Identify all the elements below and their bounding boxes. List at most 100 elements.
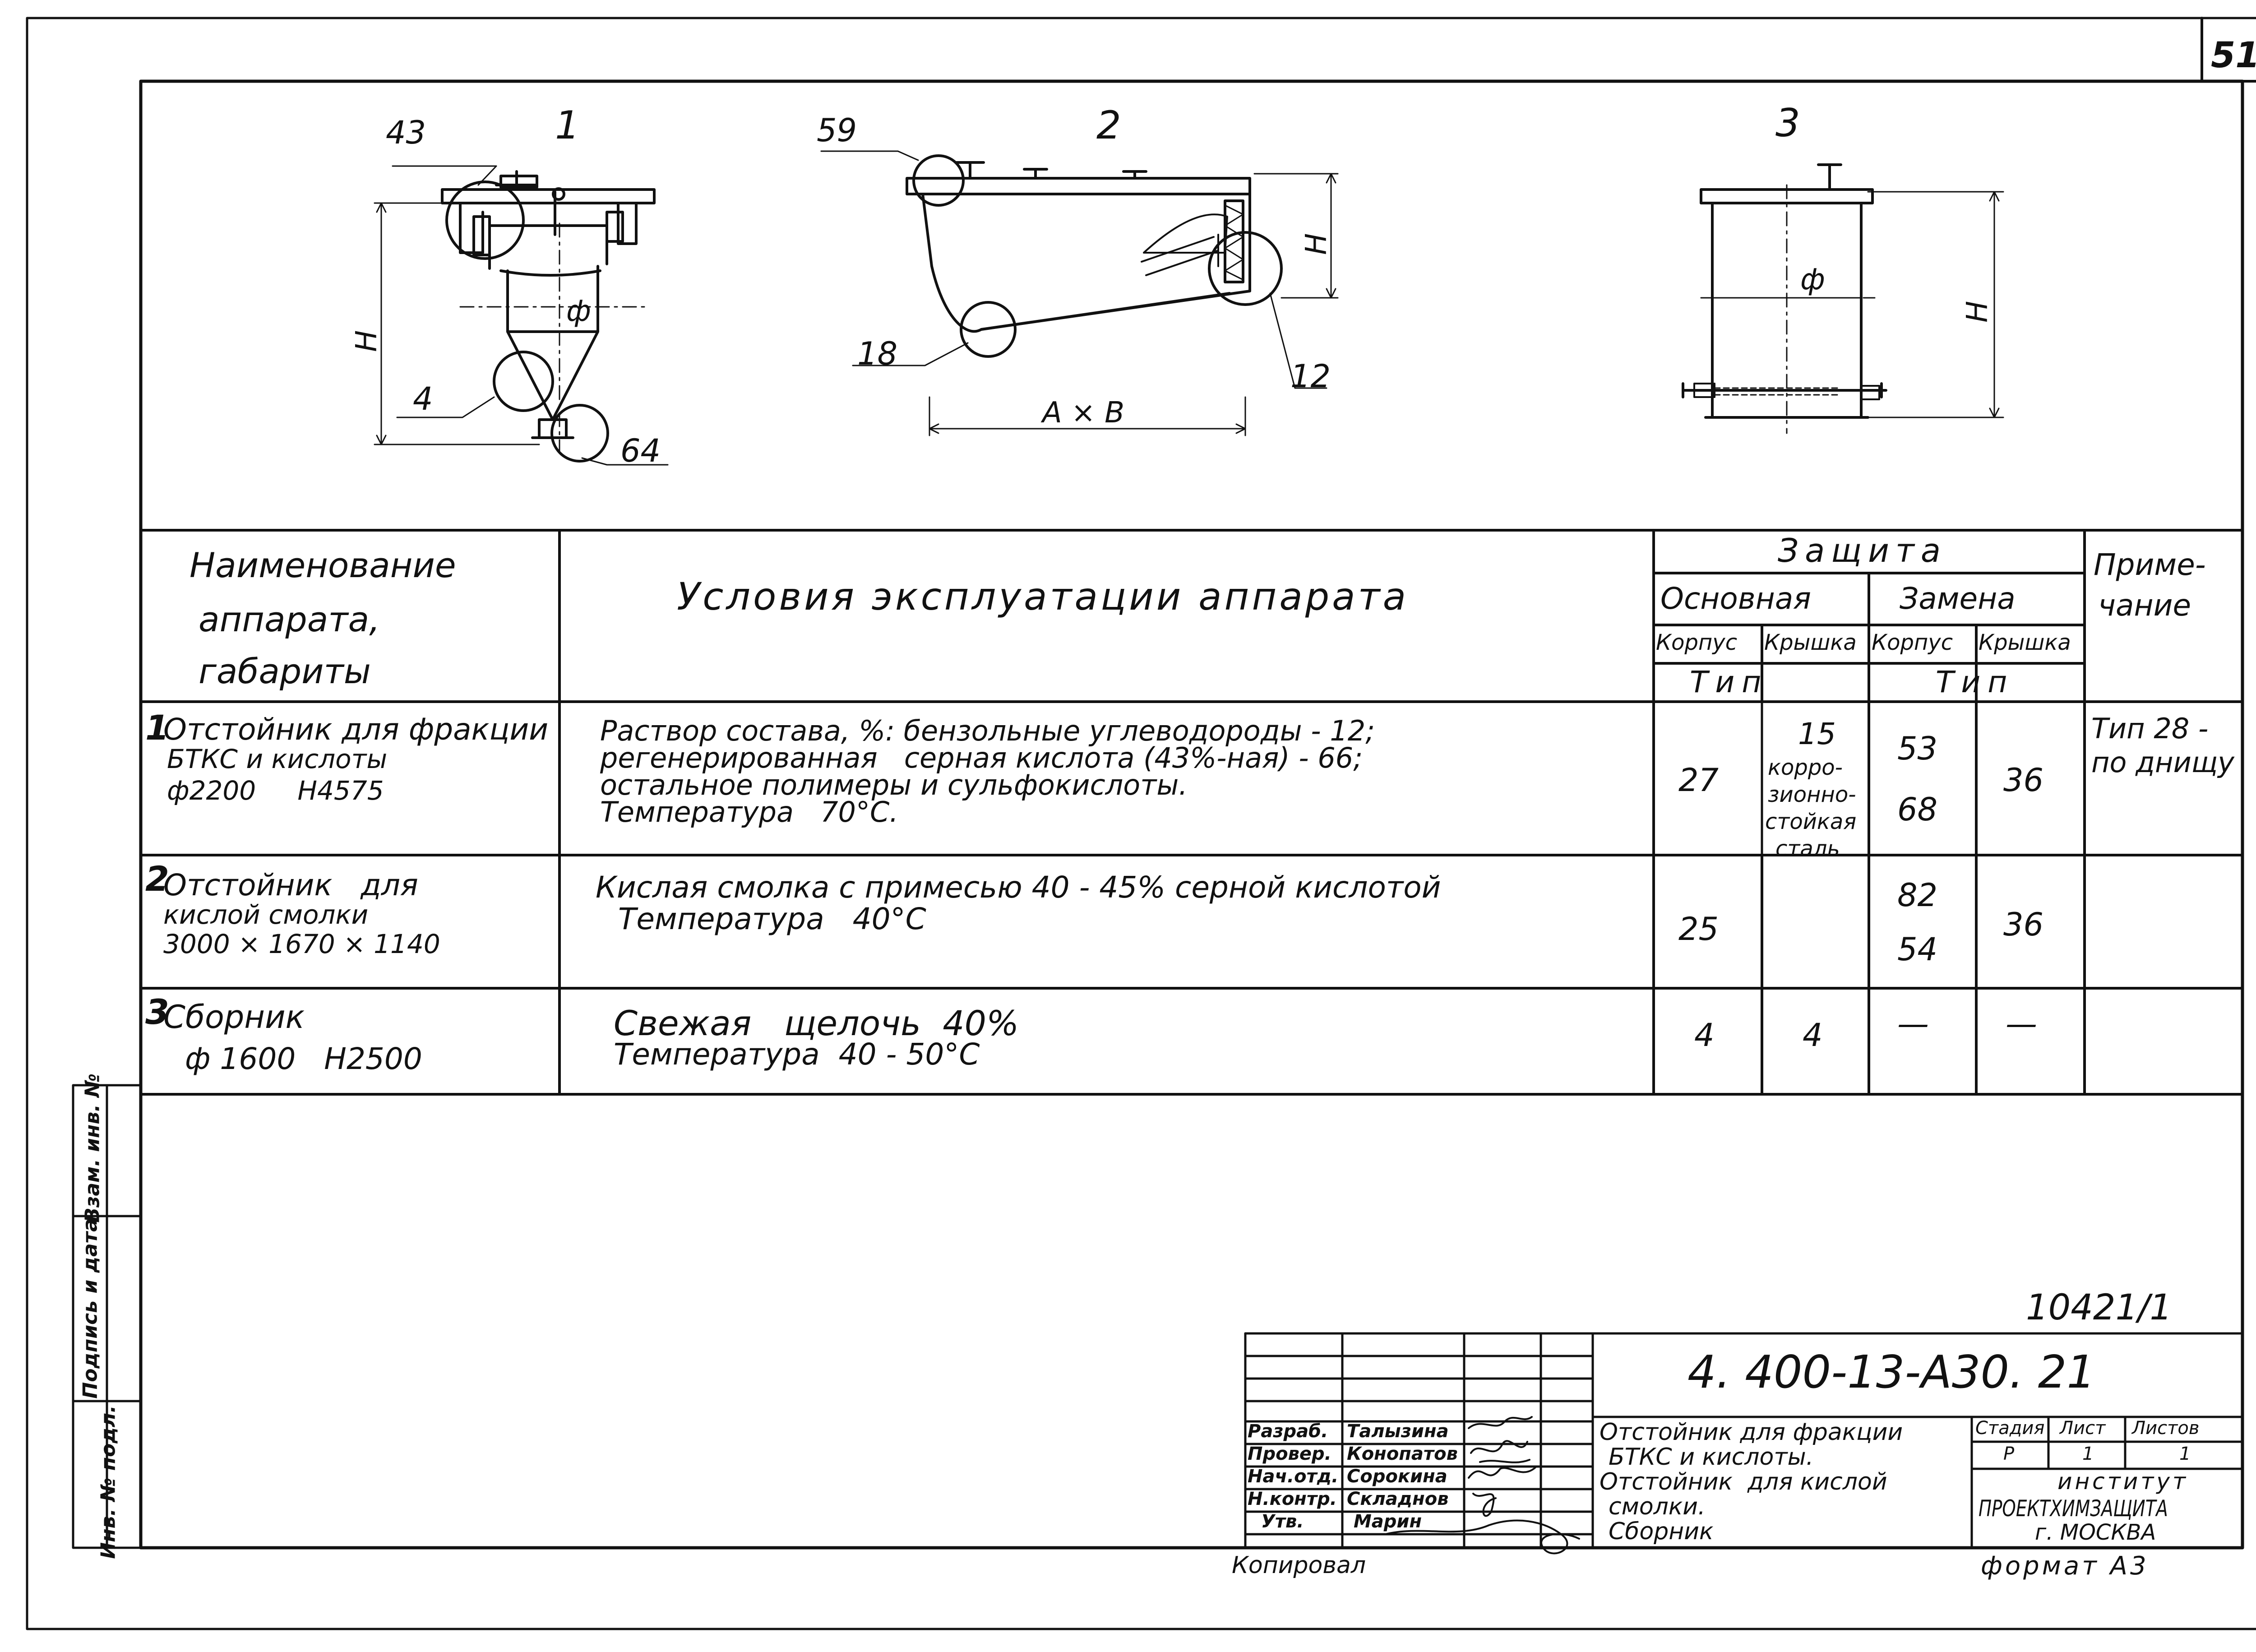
outer-frame (26, 17, 2256, 1630)
header-conditions: Условия эксплуатации аппарата (677, 574, 1409, 619)
figure-1-number: 1 (555, 103, 580, 148)
row-1-main-body: 27 (1678, 762, 1719, 799)
figure-1-callout-43: 43 (386, 114, 426, 151)
row-1-main-lid-line2: корро- (1768, 755, 1843, 780)
org-line3: г. МОСКВА (2035, 1520, 2156, 1545)
header-repl-lid: Крышка (1979, 630, 2071, 655)
row-1-name-line3: ф2200 Н4575 (167, 775, 384, 806)
row-1-main-lid-line4: стойкая (1765, 809, 1857, 834)
figure-2-dim-height: Н (1300, 233, 1334, 255)
copy-stamp: 10421/1 (2026, 1287, 2173, 1328)
figure-2-callout-18: 18 (857, 335, 898, 372)
copied-by-label: Копировал (1232, 1552, 1366, 1579)
row-2-repl-body-1: 82 (1897, 877, 1938, 914)
row-2-repl-lid: 36 (2003, 906, 2044, 943)
header-name-line2: аппарата, (199, 599, 380, 639)
description-line1: Отстойник для фракции (1600, 1419, 1903, 1446)
row-3-repl-body: — (1897, 1005, 1929, 1042)
margin-label-signature-date: Подпись и дата (79, 1218, 102, 1399)
header-main: Основная (1660, 581, 1811, 616)
table-grid (139, 529, 2244, 1096)
role-4-label: Н.контр. (1248, 1489, 1337, 1509)
format-label: формат А3 (1981, 1551, 2149, 1581)
row-3-name-line1: Сборник (163, 999, 305, 1036)
figure-3-dim-diameter: ф (1800, 263, 1825, 296)
figure-3-dim-height: Н (1961, 301, 1995, 323)
description-line4: смолки. (1609, 1493, 1706, 1520)
row-2-name-line3: 3000 × 1670 × 1140 (163, 929, 440, 959)
row-3-main-body: 4 (1694, 1017, 1715, 1054)
header-note-line1: Приме- (2094, 547, 2206, 582)
row-3-main-lid: 4 (1803, 1017, 1823, 1054)
role-3-label: Нач.отд. (1248, 1466, 1339, 1487)
figure-2-number: 2 (1096, 103, 1121, 148)
description-line3: Отстойник для кислой (1600, 1468, 1887, 1495)
stage-value: Р (2003, 1444, 2015, 1464)
role-5-name: Марин (1354, 1511, 1422, 1532)
row-1-note-line2: по днищу (2091, 746, 2234, 779)
description-line2: БТКС и кислоты. (1609, 1444, 1814, 1471)
row-2-name-line2: кислой смолки (163, 899, 369, 930)
header-main-lid: Крышка (1764, 630, 1857, 655)
header-main-type: Тип (1690, 665, 1769, 699)
figure-1-callout-4: 4 (413, 380, 433, 417)
row-3-cond-line2: Температура 40 - 50°С (614, 1037, 980, 1072)
figure-2-callout-12: 12 (1290, 358, 1331, 395)
row-3-cond-line1: Свежая щелочь 40% (614, 1003, 1019, 1043)
sheet-number: 51 (2211, 35, 2256, 76)
row-3-number: 3 (145, 992, 169, 1032)
signature-scribbles (1384, 1416, 1580, 1555)
row-1-cond-line1: Раствор состава, %: бензольные углеводор… (600, 714, 1375, 747)
role-5-label: Утв. (1261, 1511, 1304, 1532)
inner-frame (139, 79, 2244, 1550)
header-name-line1: Наименование (190, 545, 456, 585)
row-2-repl-body-2: 54 (1897, 931, 1938, 968)
stage-label: Стадия (1975, 1418, 2045, 1439)
figure-2-dim-base: А × В (1042, 396, 1124, 430)
row-3-name-line2: ф 1600 Н2500 (185, 1041, 422, 1076)
figure-1-callout-64: 64 (620, 432, 661, 469)
description-line5: Сборник (1609, 1518, 1714, 1545)
document-designation: 4. 400-13-А30. 21 (1687, 1346, 2095, 1398)
header-protection: Защита (1778, 532, 1947, 569)
figure-2-callout-59: 59 (817, 112, 857, 149)
header-replacement: Замена (1900, 581, 2016, 616)
role-3-name: Сорокина (1347, 1466, 1447, 1487)
row-1-main-lid-line1: 15 (1798, 717, 1836, 751)
margin-label-replaced-inv: Взам. инв. № (81, 1073, 104, 1223)
row-1-name-line2: БТКС и кислоты (167, 744, 388, 774)
org-line1: институт (2057, 1468, 2189, 1495)
header-main-body: Корпус (1656, 630, 1738, 655)
role-2-label: Провер. (1248, 1444, 1331, 1464)
sheets-value: 1 (2179, 1444, 2191, 1464)
row-1-name-line1: Отстойник для фракции (163, 712, 549, 747)
figure-1-dim-height: Н (350, 330, 384, 352)
header-repl-type: Тип (1936, 665, 2015, 699)
left-margin-strip (72, 1084, 142, 1549)
figure-2-settler-sketch (820, 150, 1339, 436)
row-1-main-lid-line3: зионно- (1768, 782, 1856, 807)
row-1-repl-lid: 36 (2003, 762, 2044, 799)
row-3-repl-lid: — (2006, 1005, 2037, 1042)
row-1-main-lid-line5: сталь (1775, 836, 1840, 861)
sheet-label: Лист (2060, 1418, 2106, 1439)
row-1-number: 1 (145, 708, 169, 748)
row-2-number: 2 (145, 859, 169, 899)
role-4-name: Складнов (1347, 1489, 1449, 1509)
row-2-cond-line2: Температура 40°С (618, 902, 926, 936)
row-2-name-line1: Отстойник для (163, 868, 418, 902)
row-1-cond-line3: остальное полимеры и сульфокислоты. (600, 768, 1188, 801)
role-1-label: Разраб. (1248, 1421, 1328, 1442)
figure-3-collector-sketch (1682, 163, 2004, 434)
row-1-repl-body-1: 53 (1897, 730, 1938, 767)
row-2-main-body: 25 (1678, 911, 1719, 948)
row-1-repl-body-2: 68 (1897, 791, 1938, 828)
role-2-name: Конопатов (1347, 1444, 1458, 1464)
row-2-cond-line1: Кислая смолка с примесью 40 - 45% серной… (596, 870, 1441, 905)
row-1-cond-line2: регенерированная серная кислота (43%-ная… (600, 741, 1363, 774)
sheet-number-box (2201, 17, 2256, 83)
margin-label-inv-no: Инв. № подл. (97, 1405, 120, 1559)
org-line2: ПРОЕКТХИМЗАЩИТА (1979, 1495, 2168, 1522)
header-name-line3: габариты (199, 651, 371, 691)
